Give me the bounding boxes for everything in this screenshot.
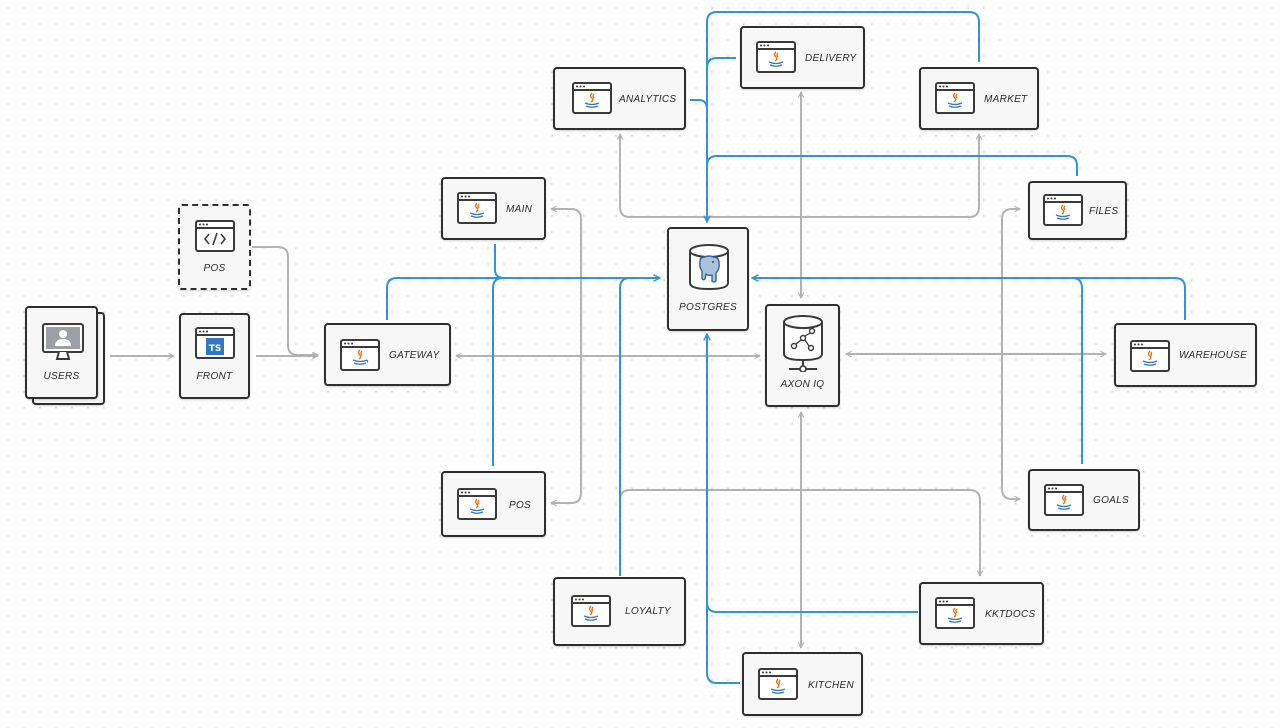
- edge-analytics-postgres: [690, 99, 707, 222]
- analytics-node[interactable]: ANALYTICS: [553, 67, 686, 130]
- edge-pos-postgres: [492, 277, 504, 466]
- gateway-label: GATEWAY: [389, 350, 440, 361]
- java-window-icon: [457, 488, 497, 520]
- java-window-icon: [457, 192, 497, 224]
- files-label: FILES: [1089, 206, 1119, 217]
- market-node[interactable]: MARKET: [919, 67, 1039, 130]
- axon-database-icon: [783, 315, 823, 372]
- goals-node[interactable]: GOALS: [1028, 469, 1140, 531]
- goals-label: GOALS: [1093, 495, 1129, 506]
- kitchen-node[interactable]: KITCHEN: [742, 652, 863, 716]
- edge-warehouse-postgres: [752, 278, 1186, 320]
- kktdocs-label: KKTDOCS: [985, 609, 1036, 620]
- warehouse-label: WAREHOUSE: [1179, 350, 1248, 361]
- java-window-icon: [571, 595, 611, 627]
- users-node[interactable]: USERS: [25, 306, 98, 399]
- gateway-node[interactable]: GATEWAY: [324, 323, 451, 386]
- main-label: MAIN: [506, 204, 533, 215]
- pos-web-label: POS: [203, 263, 226, 274]
- edge-market-postgres: [706, 11, 980, 68]
- edge-goals-bus: [1001, 354, 1020, 499]
- loyalty-node[interactable]: LOYALTY: [553, 577, 686, 646]
- files-node[interactable]: FILES: [1028, 181, 1127, 240]
- monitor-user-icon: [42, 323, 84, 360]
- java-window-icon: [758, 668, 798, 700]
- delivery-label: DELIVERY: [805, 53, 857, 64]
- java-window-icon: [340, 339, 380, 371]
- edge-loyalty-bus: [619, 489, 801, 576]
- postgres-label: POSTGRES: [679, 302, 737, 313]
- edge-kktdocs-postgres: [706, 601, 918, 613]
- kktdocs-node[interactable]: KKTDOCS: [919, 582, 1044, 645]
- edge-analytics-bus: [620, 134, 801, 218]
- axon-iq-label: AXON IQ: [780, 379, 825, 390]
- typescript-icon: TS: [195, 327, 235, 359]
- edge-files-bus: [1001, 209, 1020, 354]
- edge-kitchen-postgres: [707, 334, 740, 684]
- main-node[interactable]: MAIN: [441, 177, 546, 240]
- edge-main-postgres: [494, 244, 506, 279]
- pos-service-node[interactable]: POS: [441, 471, 546, 537]
- pos-web-node[interactable]: POS: [178, 204, 251, 290]
- java-window-icon: [1130, 340, 1170, 372]
- postgres-node[interactable]: POSTGRES: [667, 227, 749, 331]
- java-window-icon: [572, 82, 612, 114]
- axon-iq-node[interactable]: AXON IQ: [765, 304, 840, 407]
- edge-main-bus: [551, 209, 582, 356]
- front-label: FRONT: [196, 371, 233, 382]
- code-window-icon: [195, 220, 235, 252]
- kitchen-label: KITCHEN: [808, 680, 854, 691]
- java-window-icon: [1043, 194, 1083, 226]
- svg-text:TS: TS: [209, 344, 222, 354]
- edge-posweb-gateway: [252, 246, 318, 355]
- edge-kktdocs-bus: [801, 489, 980, 576]
- warehouse-node[interactable]: WAREHOUSE: [1114, 323, 1257, 387]
- edge-gateway-postgres: [386, 278, 660, 320]
- loyalty-label: LOYALTY: [625, 606, 671, 617]
- users-label: USERS: [43, 371, 80, 382]
- edge-delivery-postgres: [706, 57, 736, 110]
- java-window-icon: [1044, 484, 1084, 516]
- pos-service-label: POS: [509, 500, 532, 511]
- edge-pos-bus: [551, 356, 582, 503]
- edge-market-bus: [801, 134, 979, 218]
- edge-files-postgres: [706, 155, 1078, 176]
- market-label: MARKET: [984, 94, 1028, 105]
- analytics-label: ANALYTICS: [619, 94, 677, 105]
- java-window-icon: [756, 41, 796, 73]
- java-window-icon: [935, 597, 975, 629]
- java-window-icon: [935, 82, 975, 114]
- edge-loyalty-postgres: [619, 277, 631, 576]
- edge-goals-postgres: [1071, 277, 1083, 464]
- delivery-node[interactable]: DELIVERY: [740, 26, 865, 89]
- front-node[interactable]: TS FRONT: [179, 313, 250, 399]
- postgres-database-icon: [689, 244, 729, 291]
